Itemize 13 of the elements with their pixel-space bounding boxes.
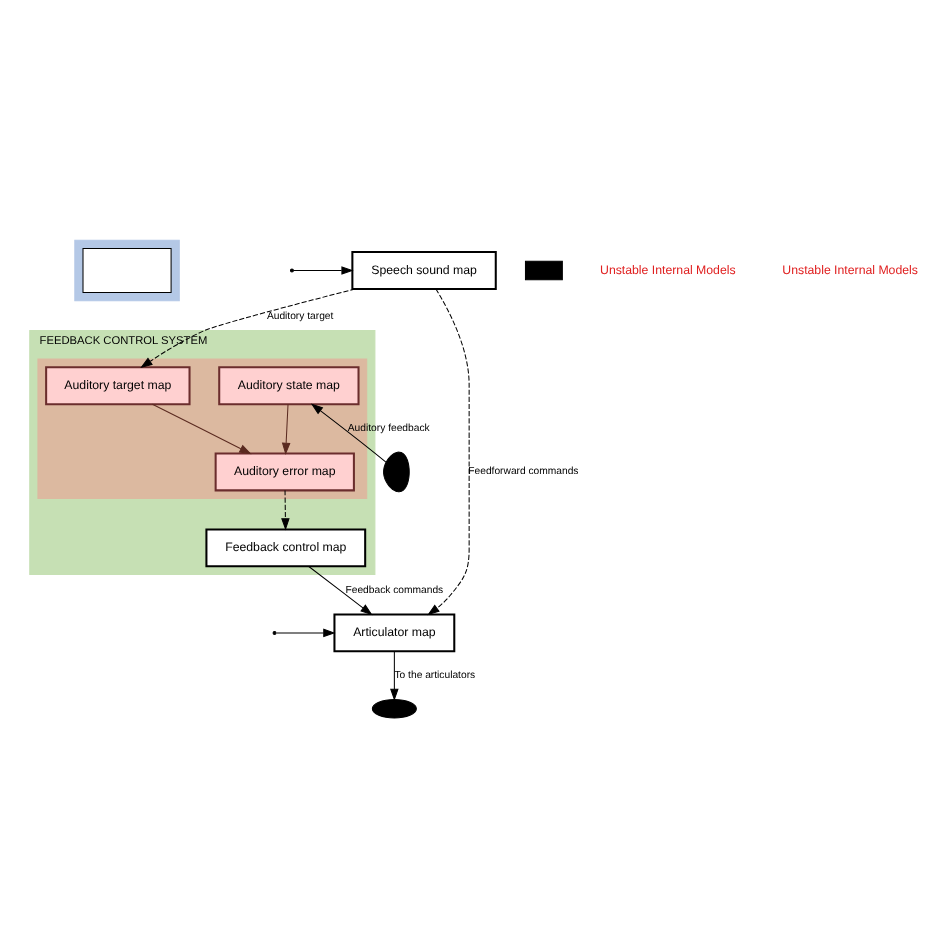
arrow <box>390 649 399 700</box>
arrow <box>275 627 336 637</box>
arrow <box>281 488 290 530</box>
arrow <box>308 565 373 615</box>
arrow <box>293 265 354 274</box>
arrow <box>281 402 291 455</box>
node-ear <box>383 450 410 492</box>
arrow <box>310 402 387 462</box>
node-waveform <box>524 259 563 280</box>
arrow <box>140 287 356 368</box>
node-lips <box>371 697 417 718</box>
arrow <box>151 402 252 454</box>
arrow <box>427 287 470 615</box>
